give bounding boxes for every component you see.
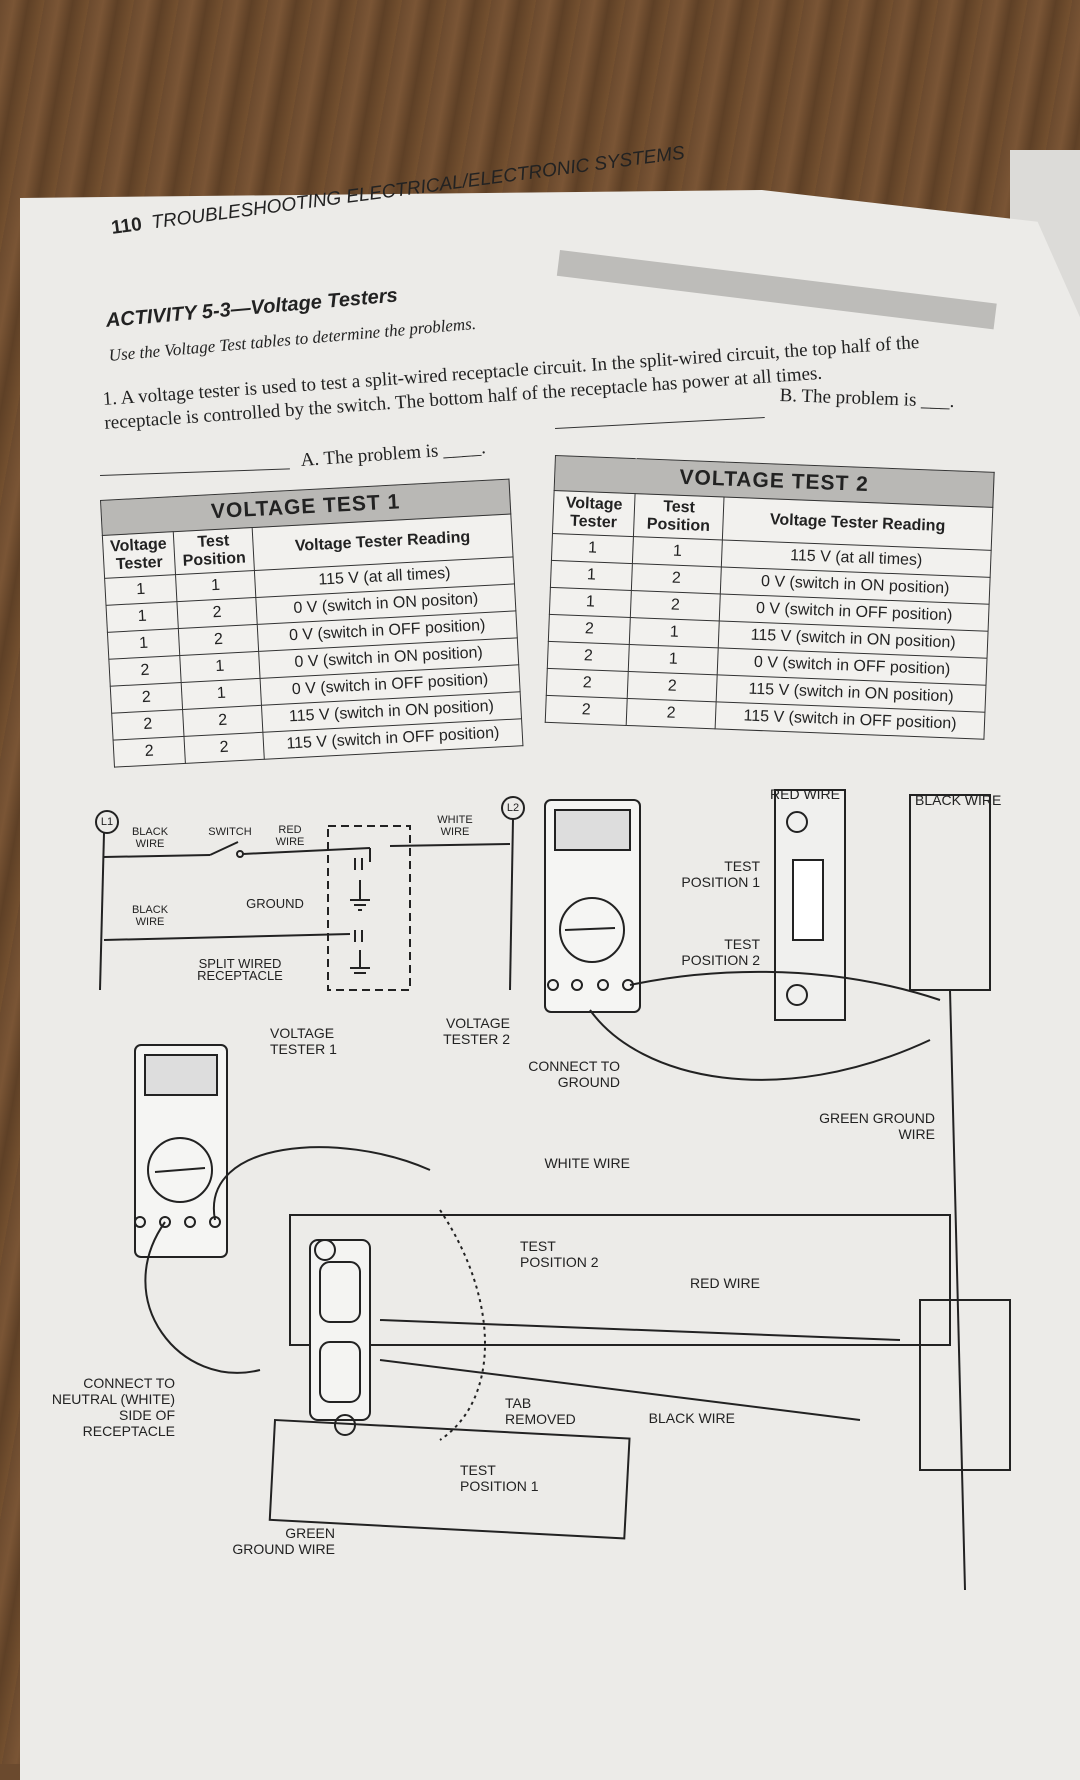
switch-device	[774, 789, 846, 1021]
white-wire-label-pictorial: WHITE WIRE	[544, 1155, 630, 1171]
red-wire-mid-label: RED WIRE	[690, 1275, 760, 1291]
l1-label: L1	[100, 816, 114, 828]
test-position-1-receptacle-label: TEST POSITION 1	[460, 1462, 539, 1494]
green-ground-wire-bottom-label: GREEN GROUND WIRE	[232, 1525, 335, 1557]
receptacle-device	[309, 1209, 486, 1441]
test-position-2-switch-label: TEST POSITION 2	[681, 936, 760, 968]
tab-removed-label: TAB REMOVED	[505, 1395, 576, 1427]
connect-to-ground-label: CONNECT TO GROUND	[528, 1058, 620, 1090]
red-wire-top-label: RED WIRE	[770, 786, 840, 802]
boxes-and-wires	[144, 794, 1011, 1591]
black-wire-top-label-pictorial: BLACK WIRE	[915, 792, 1002, 808]
red-wire-label: RED WIRE	[275, 824, 305, 848]
black-wire-top-label: BLACK WIRE	[131, 826, 169, 850]
green-ground-wire-right-label: GREEN GROUND WIRE	[819, 1110, 935, 1142]
voltage-tester-1-meter	[134, 1044, 228, 1258]
white-wire-label: WHITE WIRE	[437, 814, 473, 838]
ground-label: GROUND	[246, 896, 304, 911]
voltage-tester-2-label: VOLTAGE TESTER 2	[443, 1015, 510, 1047]
test-position-1-switch-label: TEST POSITION 1	[681, 858, 760, 890]
schematic-drawing	[95, 796, 525, 991]
black-wire-mid-label: BLACK WIRE	[648, 1410, 735, 1426]
voltage-tester-2-meter	[544, 799, 641, 1013]
split-wired-receptacle-label: SPLIT WIRED RECEPTACLE	[197, 956, 283, 983]
voltage-tester-1-label: VOLTAGE TESTER 1	[270, 1025, 337, 1057]
test-position-2-receptacle-label: TEST POSITION 2	[520, 1238, 599, 1270]
connect-to-neutral-label: CONNECT TO NEUTRAL (WHITE) SIDE OF RECEP…	[51, 1375, 175, 1439]
l2-label: L2	[506, 802, 520, 814]
switch-label: SWITCH	[208, 826, 252, 838]
black-wire-bottom-label: BLACK WIRE	[131, 904, 169, 928]
